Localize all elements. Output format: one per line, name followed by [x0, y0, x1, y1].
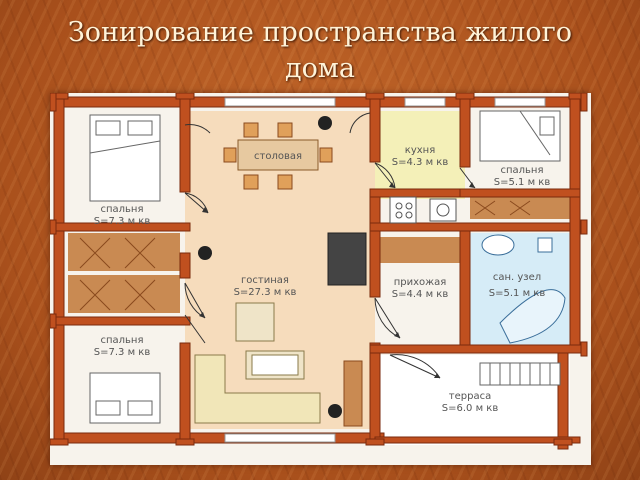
windows: [224, 97, 546, 443]
label-bedroom-bl-name: спальня: [100, 335, 143, 346]
label-dining-name: столовая: [254, 151, 302, 162]
slide-title-line2: дома: [285, 53, 355, 84]
label-hallway-name: прихожая: [394, 277, 447, 288]
dining-set: [223, 122, 333, 190]
door-arrows: [199, 182, 475, 378]
label-living-name: гостиная: [241, 275, 289, 286]
floor-plan: спальня S=7.3 м кв спальня S=7.3 м кв ст…: [50, 93, 588, 450]
bath-fixtures: [481, 234, 566, 344]
plants: [198, 116, 342, 418]
kitchen-appliances: [389, 196, 457, 224]
label-bedroom-tr-area: S=5.1 м кв: [494, 177, 551, 188]
label-kitchen-name: кухня: [405, 145, 435, 156]
label-terrace-area: S=6.0 м кв: [442, 403, 499, 414]
label-kitchen-area: S=4.3 м кв: [392, 157, 449, 168]
terrace-bench: [479, 362, 561, 386]
label-bedroom-tl-area: S=7.3 м кв: [94, 216, 151, 227]
beds: [89, 110, 561, 424]
label-bedroom-tr-name: спальня: [500, 165, 543, 176]
label-bedroom-bl-area: S=7.3 м кв: [94, 347, 151, 358]
label-terrace-name: терраса: [449, 391, 491, 402]
label-bedroom-tl-name: спальня: [100, 204, 143, 215]
label-bathroom-area: S=5.1 м кв: [489, 288, 546, 299]
label-living-area: S=27.3 м кв: [234, 287, 297, 298]
right-closet: [470, 197, 570, 219]
left-closets: [68, 233, 180, 313]
label-hallway-area: S=4.4 м кв: [392, 289, 449, 300]
living-furniture: [194, 232, 367, 427]
log-ends: [50, 93, 588, 446]
kitchen-floor: [375, 111, 465, 199]
slide-title-line1: Зонирование пространства жилого: [67, 17, 572, 48]
label-bathroom-name: сан. узел: [493, 272, 541, 283]
hallway-closet: [380, 237, 462, 263]
